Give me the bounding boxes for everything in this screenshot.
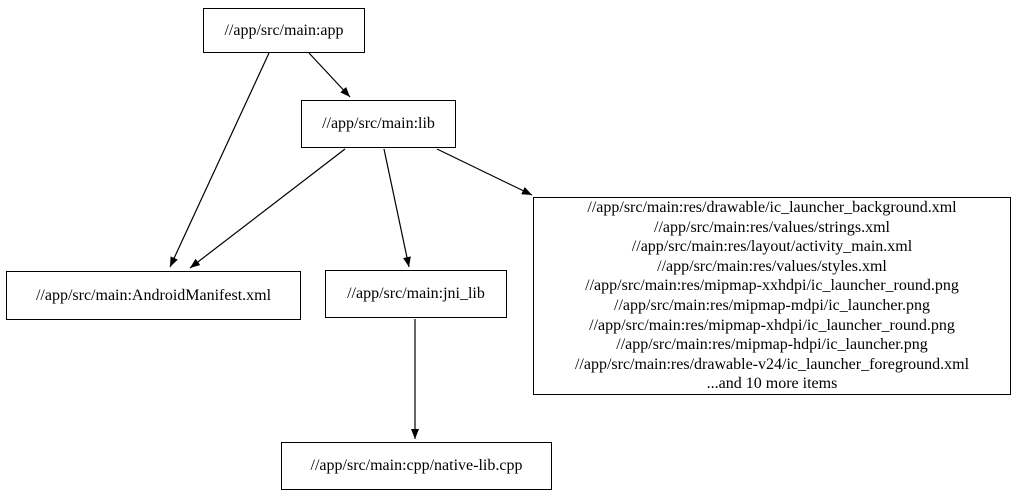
res-file-line: //app/src/main:res/layout/activity_main.… [631, 238, 913, 256]
res-file-line: //app/src/main:res/mipmap-xhdpi/ic_launc… [589, 316, 955, 334]
res-file-line: //app/src/main:res/drawable/ic_launcher_… [587, 199, 957, 217]
node-res-file-group: //app/src/main:res/drawable/ic_launcher_… [533, 197, 1011, 395]
res-file-more-items: ...and 10 more items [706, 375, 838, 393]
res-file-line: //app/src/main:res/values/strings.xml [654, 218, 890, 236]
edge-lib-to-res-group [436, 148, 533, 196]
node-lib-target: //app/src/main:lib [301, 100, 456, 148]
res-file-line: //app/src/main:res/drawable-v24/ic_launc… [574, 355, 970, 373]
edge-lib-to-manifest [189, 148, 346, 269]
node-android-manifest-label: //app/src/main:AndroidManifest.xml [35, 286, 272, 304]
node-jni-lib-label: //app/src/main:jni_lib [347, 285, 485, 303]
node-native-lib-cpp: //app/src/main:cpp/native-lib.cpp [281, 442, 552, 490]
edge-app-to-lib [308, 52, 351, 98]
node-app-label: //app/src/main:app [224, 21, 344, 39]
edge-app-to-manifest [169, 52, 270, 268]
res-file-line: //app/src/main:res/mipmap-xxhdpi/ic_laun… [585, 277, 959, 295]
edge-lib-to-jni-lib [383, 148, 411, 268]
res-file-line: //app/src/main:res/mipmap-mdpi/ic_launch… [614, 297, 930, 314]
node-native-lib-cpp-label: //app/src/main:cpp/native-lib.cpp [310, 457, 523, 475]
res-file-line: //app/src/main:res/values/styles.xml [657, 257, 887, 275]
res-file-line: //app/src/main:res/mipmap-hdpi/ic_launch… [616, 336, 928, 354]
node-lib-label: //app/src/main:lib [322, 115, 435, 133]
node-app-target: //app/src/main:app [203, 8, 365, 53]
node-android-manifest: //app/src/main:AndroidManifest.xml [6, 271, 301, 320]
node-jni-lib-target: //app/src/main:jni_lib [325, 270, 507, 318]
